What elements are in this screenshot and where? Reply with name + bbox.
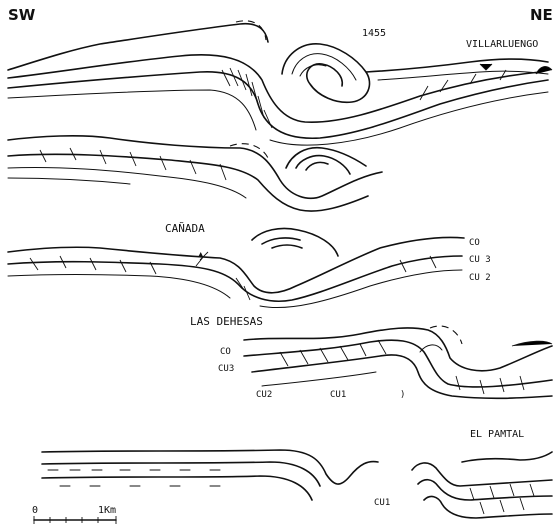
- locality-villarluengo: VILLARLUENGO: [466, 39, 538, 50]
- label-cu2: CU2: [256, 390, 272, 400]
- locality-el-pamtal: EL PAMTAL: [470, 429, 524, 440]
- label-co-right: CO: [469, 238, 480, 248]
- label-close-paren: ): [400, 390, 405, 400]
- svg-text:▲: ▲: [198, 250, 204, 260]
- section-4: LAS DEHESAS CO CU3 CU2 CU1 ): [190, 315, 552, 400]
- section-5: EL PAMTAL CU1: [42, 429, 552, 518]
- label-co: CO: [220, 347, 231, 357]
- locality-las-dehesas: LAS DEHESAS: [190, 315, 263, 328]
- label-cu3-right: CU 3: [469, 255, 491, 265]
- label-cu1-lower: CU1: [374, 498, 390, 508]
- scale-bar: 0 1Km: [32, 505, 116, 524]
- section-3: CAÑADA ▲ CO CU 3 CU 2: [8, 222, 491, 308]
- orientation-ne: NE: [530, 6, 553, 24]
- scale-start: 0: [32, 505, 38, 516]
- locality-canada: CAÑADA: [165, 222, 205, 235]
- orientation-sw: SW: [8, 6, 36, 24]
- section-number: 1455: [362, 28, 386, 39]
- section-2: [8, 136, 382, 211]
- label-cu2-right: CU 2: [469, 273, 491, 283]
- scale-end: 1Km: [98, 505, 116, 516]
- label-cu1: CU1: [330, 390, 346, 400]
- label-cu3: CU3: [218, 364, 234, 374]
